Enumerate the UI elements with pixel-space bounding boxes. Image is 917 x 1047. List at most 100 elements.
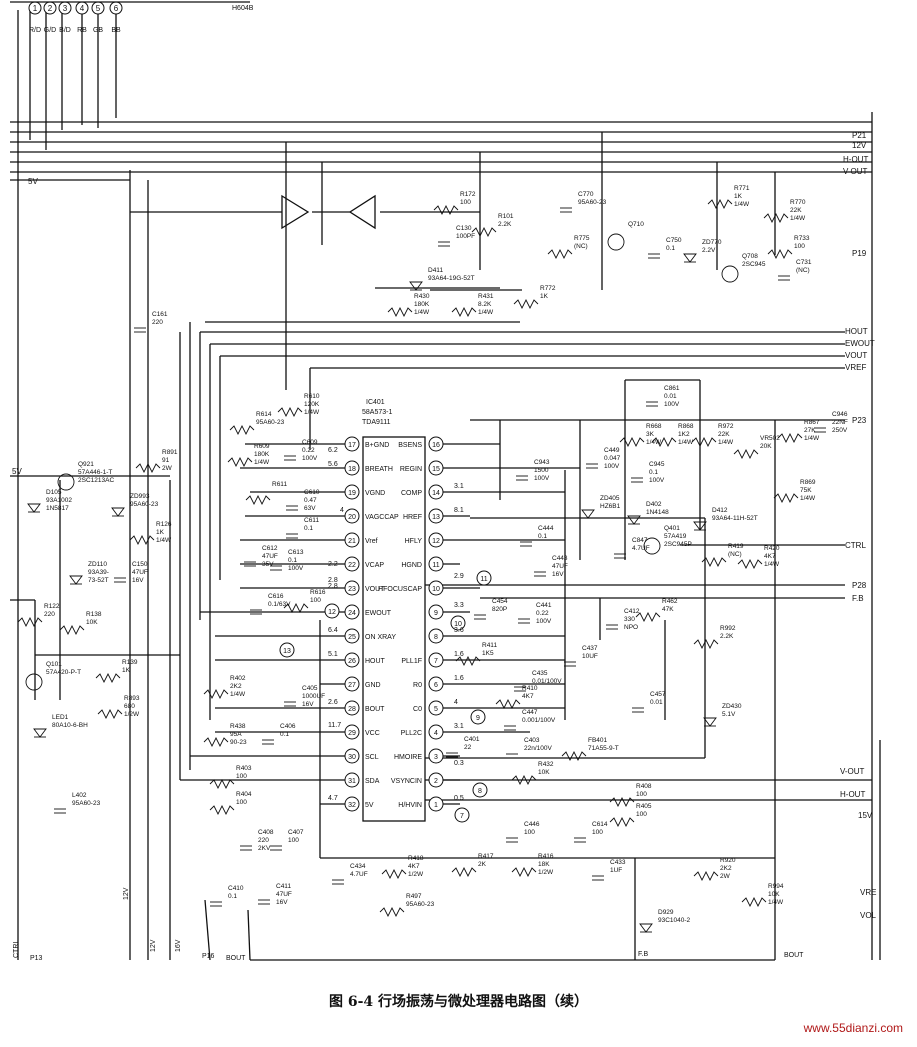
component-value: 2.2K — [720, 633, 734, 640]
component-rating: 1/2W — [538, 869, 554, 876]
component-ref: R893 — [124, 695, 140, 702]
component-rating: 16V — [132, 577, 144, 584]
pin-voltage: 5.6 — [328, 461, 338, 468]
bus-label: 12V — [852, 141, 867, 150]
pin-voltage: 2.8 — [328, 577, 338, 584]
ic-pin — [428, 580, 444, 596]
component-value: 2SC945 — [742, 261, 766, 268]
component-rating: 1/4W — [156, 537, 172, 544]
connector-pin-number: 1 — [33, 4, 38, 13]
component: R611 — [245, 481, 287, 506]
component-value: 47UF — [132, 569, 148, 576]
component-ref: R869 — [800, 479, 816, 486]
component-ref: R891 — [162, 449, 178, 456]
resistor-symbol — [511, 774, 537, 786]
ic-pin-number: 31 — [348, 778, 356, 785]
component-value: 1K — [156, 529, 165, 536]
resistor-symbol — [17, 616, 43, 628]
component-rating: 16V — [276, 899, 288, 906]
ic-pin-name: Vref — [365, 538, 378, 545]
component-rating: 100V — [664, 401, 680, 408]
connector-pin-number: 2 — [48, 4, 53, 13]
ic-pin-number: 18 — [348, 466, 356, 473]
component-value: 0.001/100V — [522, 717, 556, 724]
ic-pin-name: H/HVIN — [398, 802, 422, 809]
component-ref: R733 — [794, 235, 810, 242]
component-value: 1N4148 — [646, 509, 669, 516]
resistor-symbol — [651, 436, 677, 448]
component-value: 75K — [800, 487, 812, 494]
ic-pin-number: 32 — [348, 802, 356, 809]
ic-pin — [344, 532, 360, 548]
component-value: 330 — [624, 616, 635, 623]
component-value: 47UF — [262, 553, 278, 560]
test-point-number: 10 — [454, 621, 462, 628]
resistor-symbol — [609, 816, 635, 828]
resistor-symbol — [283, 602, 309, 614]
ic-pin-name: C0 — [413, 706, 422, 713]
wiring — [10, 10, 881, 961]
resistor-symbol — [701, 556, 727, 568]
component-value: 0.1 — [304, 525, 313, 532]
component-value: 180K — [254, 451, 270, 458]
ic-pin-number: 16 — [432, 442, 440, 449]
component-value: 95A60-23 — [72, 800, 101, 807]
ic-pin-number: 6 — [434, 682, 438, 689]
component-ref: R609 — [254, 443, 270, 450]
test-point — [324, 603, 340, 619]
ic-pin-number: 21 — [348, 538, 356, 545]
component-value: 180K — [414, 301, 430, 308]
component-value: 0.22 — [536, 610, 549, 617]
ic-pin — [344, 796, 360, 812]
bus-label: VOUT — [845, 351, 867, 360]
component-rating: 1/4W — [768, 899, 784, 906]
ic-pin-name: BSENS — [398, 442, 422, 449]
ic-pin-name: HOUT — [365, 658, 386, 665]
component-ref: C443 — [552, 555, 568, 562]
component-ref: L402 — [72, 792, 87, 799]
component-value: 100 — [236, 799, 247, 806]
test-point — [476, 570, 492, 586]
component-ref: Q921 — [78, 461, 94, 468]
resistor-symbol — [561, 750, 587, 762]
component-ref: R610 — [304, 393, 320, 400]
ic-type: TDA9111 — [362, 419, 391, 426]
connector-name: H604B — [232, 5, 254, 12]
component-ref: R403 — [236, 765, 252, 772]
bottom-label: 12V — [123, 887, 130, 900]
bus-label: VRE — [860, 888, 876, 897]
component-ref: C441 — [536, 602, 552, 609]
bottom-label: CTRL — [13, 940, 20, 958]
test-point — [470, 709, 486, 725]
component-value: 0.47 — [304, 497, 317, 504]
component-value: 4.7UF — [350, 871, 368, 878]
component: R775(NC) — [547, 235, 590, 260]
component-ref: C161 — [152, 311, 168, 318]
component-value: 22 — [464, 744, 472, 751]
component-value: 71A55-9-T — [588, 745, 619, 752]
component-ref: FB401 — [588, 737, 608, 744]
component-ref: C861 — [664, 385, 680, 392]
component-ref: R668 — [646, 423, 662, 430]
ic-pin — [344, 772, 360, 788]
diode-symbol — [627, 515, 641, 525]
component-ref: ZD430 — [722, 703, 742, 710]
component-value: 0.1 — [649, 469, 658, 476]
